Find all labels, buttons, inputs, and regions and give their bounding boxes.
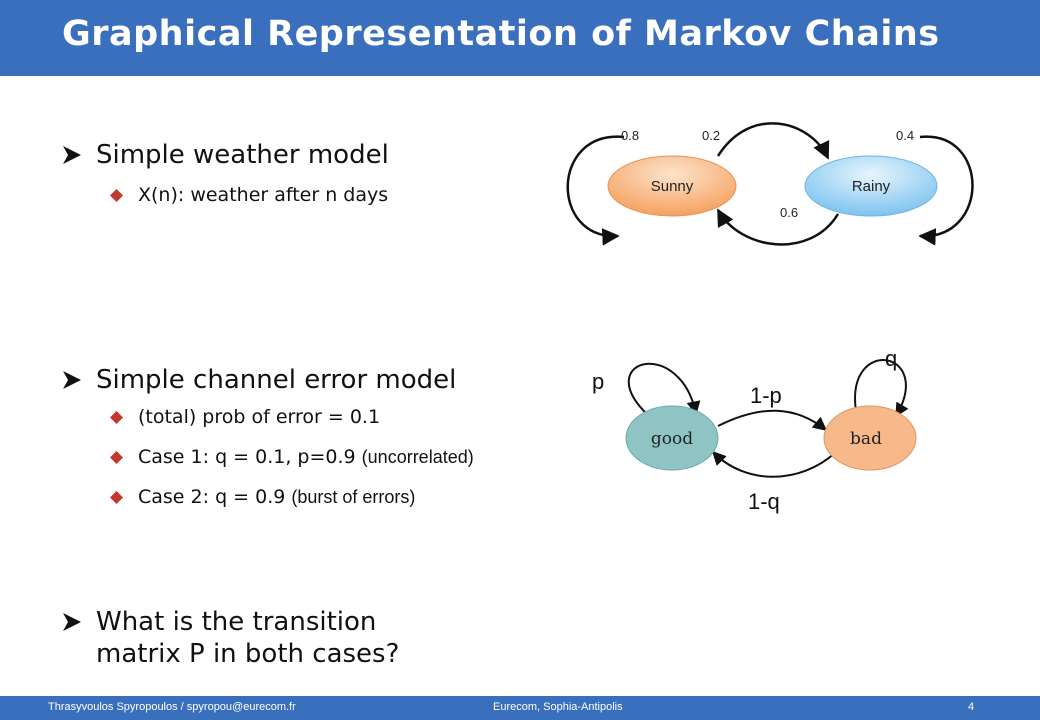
state-good (625, 405, 719, 471)
state-bad-label: bad (850, 429, 882, 449)
edge-good-to-bad (717, 409, 828, 431)
slide-title: Graphical Representation of Markov Chain… (62, 14, 940, 54)
bullet-weather-model: Simple weather model (63, 139, 389, 171)
arrow-bullet-icon (63, 371, 81, 389)
edge-bad-self (854, 359, 909, 418)
edge-sunny-self (566, 135, 625, 246)
edge-bad-to-good (712, 450, 837, 478)
label-bad-to-good: 1-q (748, 489, 780, 514)
edge-rainy-self (918, 135, 974, 246)
edge-good-self (627, 362, 701, 416)
bullet-channel-model: Simple channel error model (63, 364, 457, 396)
sub-channel-3-note: (burst of errors) (291, 487, 416, 507)
edge-sunny-to-rainy (716, 122, 830, 160)
state-sunny (607, 155, 737, 217)
label-sunny-to-rainy: 0.2 (702, 128, 720, 143)
state-sunny-label: Sunny (651, 178, 694, 195)
question-line-2: matrix P in both cases? (96, 639, 400, 669)
question-line-1: What is the transition (96, 607, 377, 637)
bullet-weather-text: Simple weather model (96, 140, 389, 170)
channel-diagram: good bad p q 1-p 1-q (592, 346, 917, 514)
sub-channel-2: Case 1: q = 0.1, p=0.9 (uncorrelated) (110, 445, 474, 469)
label-good-to-bad: 1-p (750, 383, 782, 408)
sub-weather: X(n): weather after n days (110, 183, 389, 207)
diamond-bullet-icon (110, 451, 123, 464)
sub-channel-2-note: (uncorrelated) (361, 447, 474, 467)
arrow-bullet-icon (63, 613, 81, 631)
state-rainy-label: Rainy (852, 178, 891, 195)
weather-diagram: Sunny Rainy 0.8 0.2 0.4 0.6 (566, 122, 974, 246)
sub-channel-1-text: (total) prob of error = 0.1 (138, 406, 381, 428)
diamond-bullet-icon (110, 491, 123, 504)
label-sunny-self: 0.8 (621, 128, 639, 143)
diamond-bullet-icon (110, 189, 123, 202)
state-bad (823, 405, 917, 471)
sub-channel-3-text: Case 2: q = 0.9 (138, 486, 292, 508)
sub-channel-1: (total) prob of error = 0.1 (110, 405, 381, 429)
label-rainy-to-sunny: 0.6 (780, 205, 798, 220)
footer-bar: Thrasyvoulos Spyropoulos / spyropou@eure… (0, 696, 1040, 720)
bullet-question: What is the transition matrix P in both … (63, 606, 400, 670)
label-rainy-self: 0.4 (896, 128, 914, 143)
diamond-bullet-icon (110, 411, 123, 424)
footer-center: Eurecom, Sophia-Antipolis (493, 701, 623, 713)
title-bar: Graphical Representation of Markov Chain… (0, 0, 1040, 76)
arrow-bullet-icon (63, 146, 81, 164)
sub-channel-3: Case 2: q = 0.9 (burst of errors) (110, 485, 416, 509)
edge-rainy-to-sunny (716, 208, 840, 246)
footer-page-number: 4 (968, 701, 975, 713)
footer-author: Thrasyvoulos Spyropoulos / spyropou@eure… (48, 701, 296, 713)
label-bad-self: q (885, 346, 897, 371)
state-good-label: good (651, 429, 693, 449)
bullet-channel-text: Simple channel error model (96, 365, 457, 395)
sub-weather-text: X(n): weather after n days (138, 184, 389, 206)
sub-channel-2-text: Case 1: q = 0.1, p=0.9 (138, 446, 362, 468)
state-rainy (804, 155, 938, 217)
label-good-self: p (592, 369, 604, 394)
